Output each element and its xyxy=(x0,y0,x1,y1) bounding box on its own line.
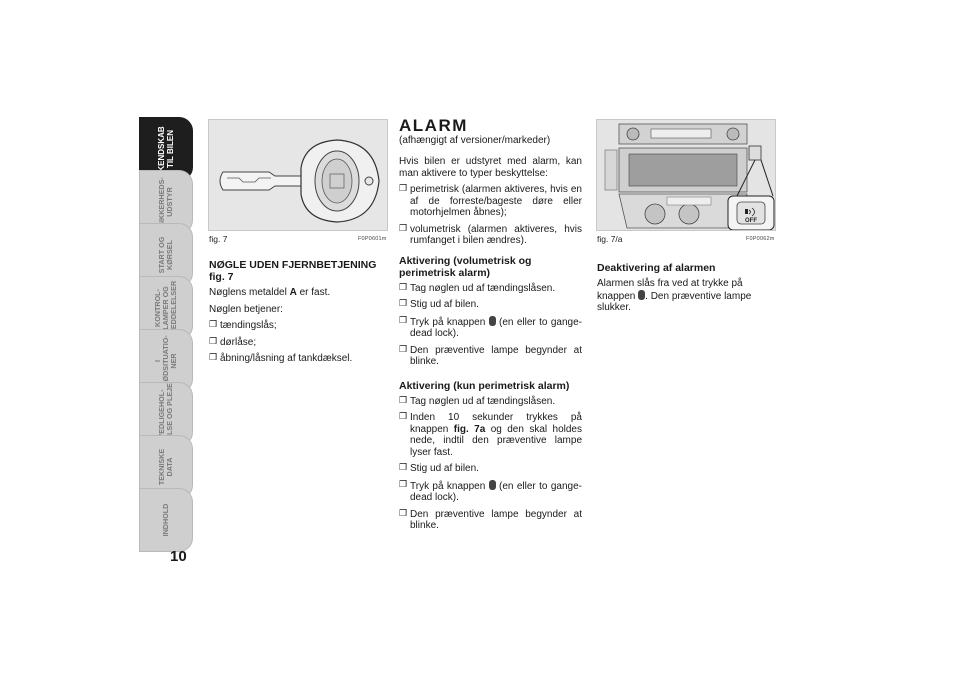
list-item: Den præventive lampe begynder at blinke. xyxy=(399,509,582,532)
figure-dashboard: OFF xyxy=(596,119,776,231)
section-heading: Deaktivering af alarmen xyxy=(597,262,716,274)
figure-code: F0P0062m xyxy=(746,236,775,242)
list-item: Stig ud af bilen. xyxy=(399,463,582,475)
list-item: Den præventive lampe begynder at blinke. xyxy=(399,345,582,368)
list-item: Tryk på knappen (en eller to gange- dead… xyxy=(399,479,582,504)
list-item: volumetrisk (alarmen aktiveres, hvis rum… xyxy=(399,224,582,247)
tab-label: TEKNISKE DATA xyxy=(157,448,174,486)
subtitle: (afhængigt af versioner/markeder) xyxy=(399,134,551,146)
tab-label: KONTROL- LAMPER OG MEDDELELSER xyxy=(153,280,178,336)
figure-caption: fig. 7 xyxy=(209,234,228,244)
list-item: åbning/låsning af tankdæksel. xyxy=(209,353,389,365)
column-alarm: ALARM (afhængigt af versioner/markeder) … xyxy=(399,116,582,537)
tab-label: INDHOLD xyxy=(161,503,170,537)
list-item: Tag nøglen ud af tændingslåsen. xyxy=(399,396,582,408)
tab-label: SIKKERHEDS- UDSTYR xyxy=(157,177,174,227)
page-number: 10 xyxy=(170,548,187,565)
section-heading: Aktivering (kun perimetrisk alarm) xyxy=(399,379,570,392)
section-heading: Aktivering (volumetrisk og perimetrisk a… xyxy=(399,254,532,279)
list-item: Tag nøglen ud af tændingslåsen. xyxy=(399,283,582,295)
lock-button-icon xyxy=(488,315,496,326)
lock-button-icon xyxy=(488,479,496,490)
off-label: OFF xyxy=(745,218,757,224)
alarm-button-icon xyxy=(638,289,646,300)
tab-label: KENDSKAB TIL BILEN xyxy=(157,126,175,172)
column-deactivation: Deaktivering af alarmen Alarmen slås fra… xyxy=(597,262,777,319)
figure-caption: fig. 7/a xyxy=(597,234,623,244)
paragraph: Alarmen slås fra ved at trykke på knappe… xyxy=(597,278,752,313)
page-title: ALARM xyxy=(399,116,468,135)
list-item: tændingslås; xyxy=(209,320,389,332)
figure-key xyxy=(208,119,388,231)
list-item: Stig ud af bilen. xyxy=(399,299,582,311)
tab-label: START OG KØRSEL xyxy=(157,236,174,274)
list-item: Inden 10 sekunder trykkes på knappen fig… xyxy=(399,412,582,458)
tab-indhold[interactable]: INDHOLD xyxy=(139,488,193,552)
list-item: dørlåse; xyxy=(209,337,389,349)
dashboard-illustration: OFF xyxy=(597,120,775,230)
paragraph: Hvis bilen er udstyret med alarm, kan ma… xyxy=(399,156,582,179)
list-item: perimetrisk (alarmen aktiveres, hvis en … xyxy=(399,184,582,219)
figure-code: F0P0601m xyxy=(358,236,387,242)
key-illustration xyxy=(209,120,387,230)
paragraph: Nøglen betjener: xyxy=(209,303,283,315)
list-item: Tryk på knappen (en eller to gange- dead… xyxy=(399,315,582,340)
tab-label: I NØDSITUATIO- NER xyxy=(153,335,178,387)
paragraph: Nøglens metaldel A er fast. xyxy=(209,287,331,298)
